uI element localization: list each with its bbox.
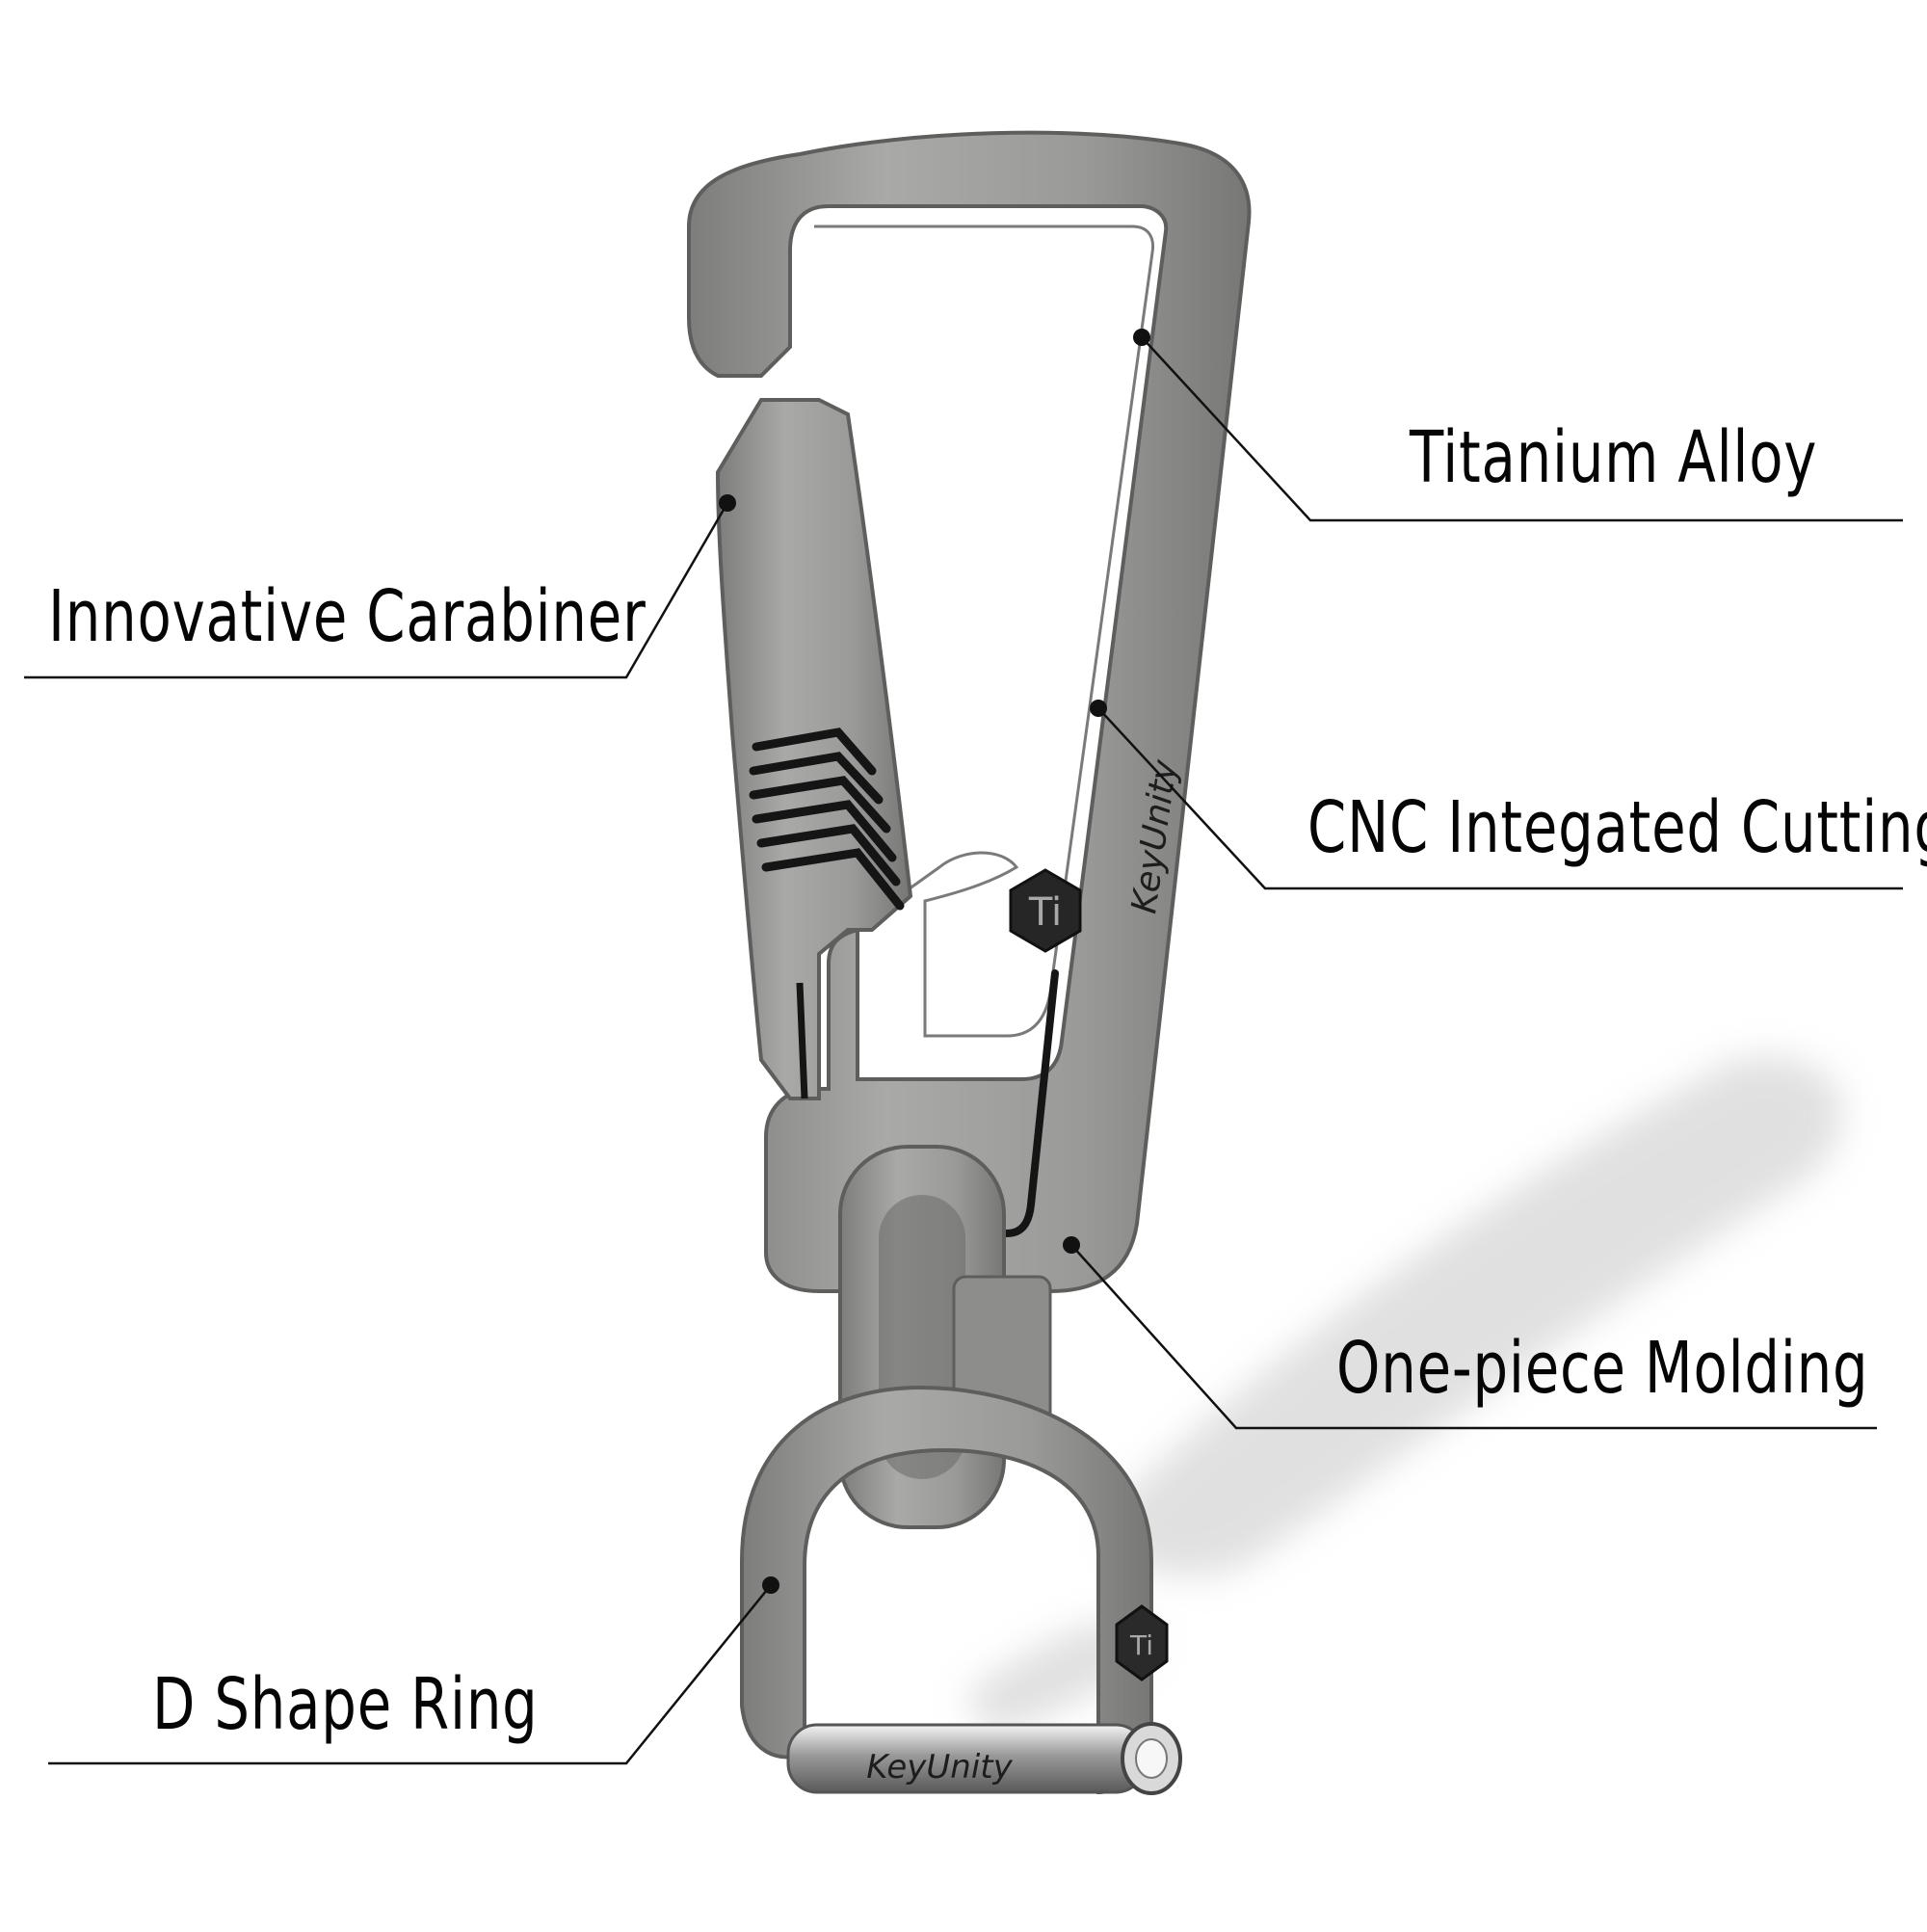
svg-text:KeyUnity: KeyUnity: [866, 1748, 1013, 1786]
body-groove: [960, 969, 1059, 1237]
callout-titanium-alloy: Titanium Alloy: [1410, 416, 1818, 499]
svg-text:Ti: Ti: [1129, 1629, 1153, 1661]
callout-innovative-carabiner: Innovative Carabiner: [48, 575, 647, 658]
svg-text:Ti: Ti: [1028, 890, 1062, 935]
callout-leaders: [24, 336, 1903, 1765]
callout-one-piece-molding: One-piece Molding: [1336, 1327, 1869, 1410]
callout-dots: [719, 329, 1150, 1594]
carabiner-gate: [715, 398, 913, 1100]
callout-cnc-cutting: CNC Integated Cutting: [1307, 786, 1927, 869]
d-ring-pin: KeyUnity: [786, 1722, 1182, 1795]
ring-ti-badge-icon: Ti: [1115, 1604, 1169, 1681]
ti-badge-icon: Ti: [1009, 868, 1082, 953]
callout-d-shape-ring: D Shape Ring: [152, 1663, 539, 1746]
carabiner-body: [687, 130, 1252, 1293]
gate-grip-ribs: [749, 728, 905, 911]
